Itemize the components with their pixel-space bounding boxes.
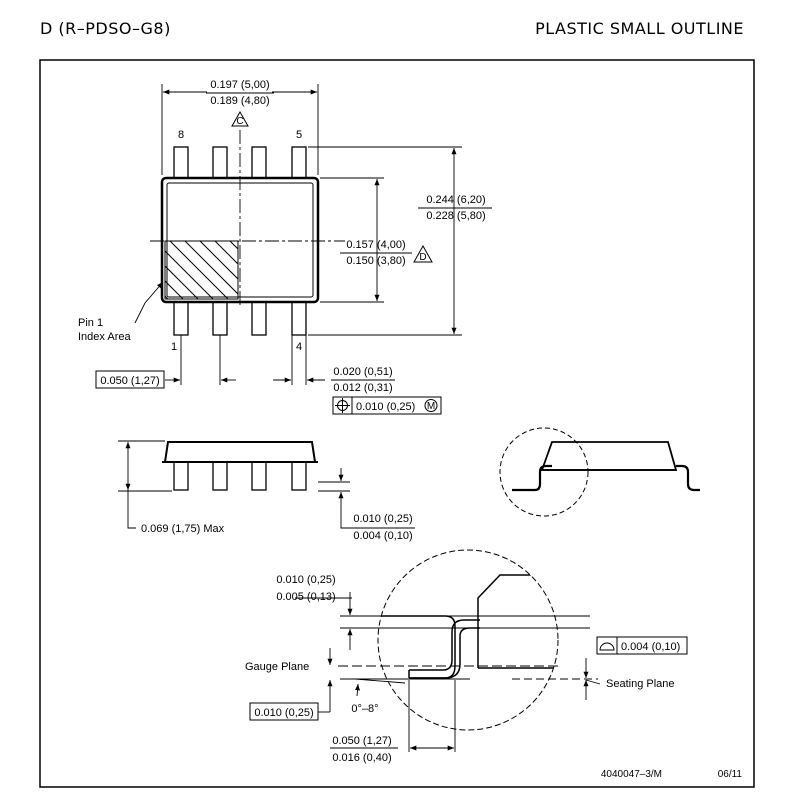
position-tolerance-frame	[332, 396, 442, 415]
datum-c-label: C	[236, 116, 243, 127]
end-view	[499, 427, 700, 517]
pin-5-lead	[291, 146, 307, 181]
gauge-dim-basic-box	[249, 702, 319, 721]
drawing-date: 06/11	[718, 769, 743, 780]
side-lead-3	[251, 461, 267, 491]
coplanarity-frame	[596, 636, 688, 655]
side-lead-4	[291, 461, 307, 491]
body-length-max-text: 0.197 (5,00)	[210, 79, 269, 91]
body-width-min-text: 0.150 (3,80)	[346, 255, 405, 267]
pin-5-label: 5	[296, 129, 302, 141]
drawing-number: 4040047–3/M	[601, 769, 662, 780]
package-body-side	[163, 441, 317, 463]
lead-thick-max-text: 0.010 (0,25)	[276, 574, 335, 586]
coplanarity-text: 0.004 (0,10)	[621, 641, 680, 653]
package-body-end	[540, 441, 678, 471]
pin-1-index-label: Pin 1	[78, 317, 103, 329]
detail-view	[249, 549, 688, 752]
pin-6-lead	[251, 146, 267, 181]
pin-4-label: 4	[296, 341, 302, 353]
index-area-label: Index Area	[78, 331, 131, 343]
pin-8-lead	[173, 146, 189, 181]
pin-3-lead	[251, 301, 267, 336]
lead-thick-min-text: 0.005 (0,13)	[276, 591, 335, 603]
pin-4-lead	[291, 301, 307, 336]
position-tolerance-text: 0.010 (0,25)	[356, 401, 415, 413]
standoff-max-text: 0.010 (0,25)	[353, 513, 412, 525]
pin-1-label: 1	[171, 341, 177, 353]
index-area-leader	[134, 281, 164, 324]
mmc-symbol-icon	[424, 399, 438, 412]
detail-circle	[377, 549, 559, 731]
profile-surface-icon	[599, 642, 615, 651]
package-code-title: D (R–PDSO–G8)	[40, 19, 171, 38]
side-lead-1	[173, 461, 189, 491]
side-view	[118, 440, 415, 529]
pin-8-label: 8	[178, 129, 184, 141]
gauge-plane-label: Gauge Plane	[245, 661, 309, 673]
total-width-min-text: 0.228 (5,80)	[426, 210, 485, 222]
foot-max-text: 0.050 (1,27)	[332, 735, 391, 747]
body-width-max-text: 0.157 (4,00)	[346, 239, 405, 251]
datum-d-label: D	[419, 252, 426, 263]
height-max-text: 0.069 (1,75) Max	[141, 523, 225, 535]
package-name-title: PLASTIC SMALL OUTLINE	[535, 19, 744, 38]
detail-callout-circle	[499, 427, 589, 517]
pin-1-lead	[173, 301, 189, 336]
mmc-label: M	[427, 401, 435, 412]
standoff-min-text: 0.004 (0,10)	[353, 530, 412, 542]
seating-plane-label: Seating Plane	[606, 678, 675, 690]
datum-d-triangle	[413, 244, 433, 263]
body-length-min-text: 0.189 (4,80)	[210, 95, 269, 107]
pin-2-lead	[212, 301, 228, 336]
angle-text: 0°–8°	[351, 703, 378, 715]
pin-7-lead	[212, 146, 228, 181]
gauge-dim-text: 0.010 (0,25)	[254, 707, 313, 719]
pitch-basic-box	[95, 370, 165, 389]
side-lead-2	[212, 461, 228, 491]
foot-min-text: 0.016 (0,40)	[332, 752, 391, 764]
pitch-text: 0.050 (1,27)	[100, 375, 159, 387]
lead-width-min-text: 0.012 (0,31)	[333, 382, 392, 394]
lead-width-max-text: 0.020 (0,51)	[333, 366, 392, 378]
top-view	[95, 79, 492, 415]
drawing-frame	[39, 59, 755, 788]
total-width-max-text: 0.244 (6,20)	[426, 194, 485, 206]
datum-c-triangle	[231, 110, 249, 127]
